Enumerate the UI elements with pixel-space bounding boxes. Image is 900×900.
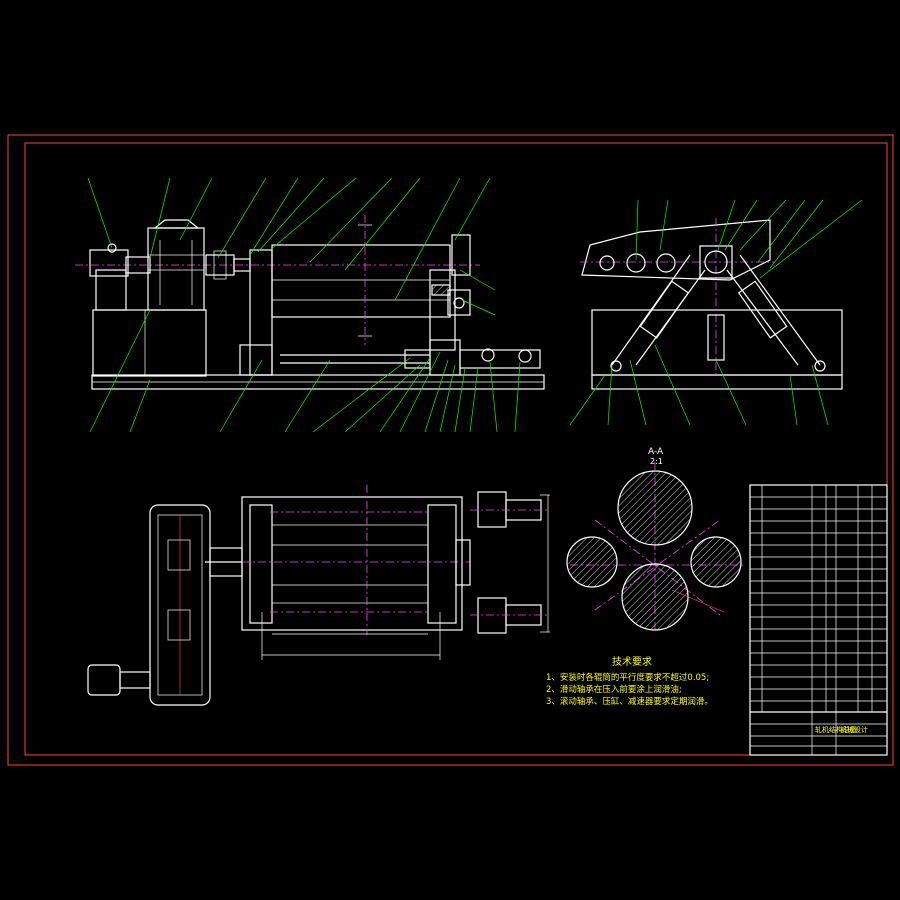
tech-req-title: 技术要求 bbox=[612, 655, 652, 668]
inner-sheet-border bbox=[24, 142, 888, 756]
title-block-name: 轧机结构总图 bbox=[815, 725, 857, 734]
front-view bbox=[75, 215, 545, 390]
side-view bbox=[580, 218, 843, 390]
top-view bbox=[87, 485, 550, 706]
section-a-a: A-A 2:1 bbox=[566, 447, 745, 631]
section-label: A-A bbox=[648, 447, 664, 457]
tech-req-item-2: 2、滑动轴承在压入前要涂上润滑油; bbox=[546, 684, 682, 695]
side-view-leaders bbox=[569, 199, 863, 426]
section-scale: 2:1 bbox=[650, 457, 663, 466]
front-view-leaders bbox=[87, 177, 521, 433]
title-block-design: 机械设计 bbox=[840, 725, 868, 734]
tech-req-item-3: 3、滚动轴承、压缸、减速器要求定期润滑。 bbox=[546, 696, 713, 707]
outer-sheet-border bbox=[7, 134, 894, 766]
parts-list-table: 轧机结构总图 机械设计 bbox=[749, 484, 888, 756]
technical-requirements: 技术要求 1、安装时各辊筒的平行度要求不超过0.05; 2、滑动轴承在压入前要涂… bbox=[546, 655, 713, 707]
tech-req-item-1: 1、安装时各辊筒的平行度要求不超过0.05; bbox=[546, 672, 709, 683]
